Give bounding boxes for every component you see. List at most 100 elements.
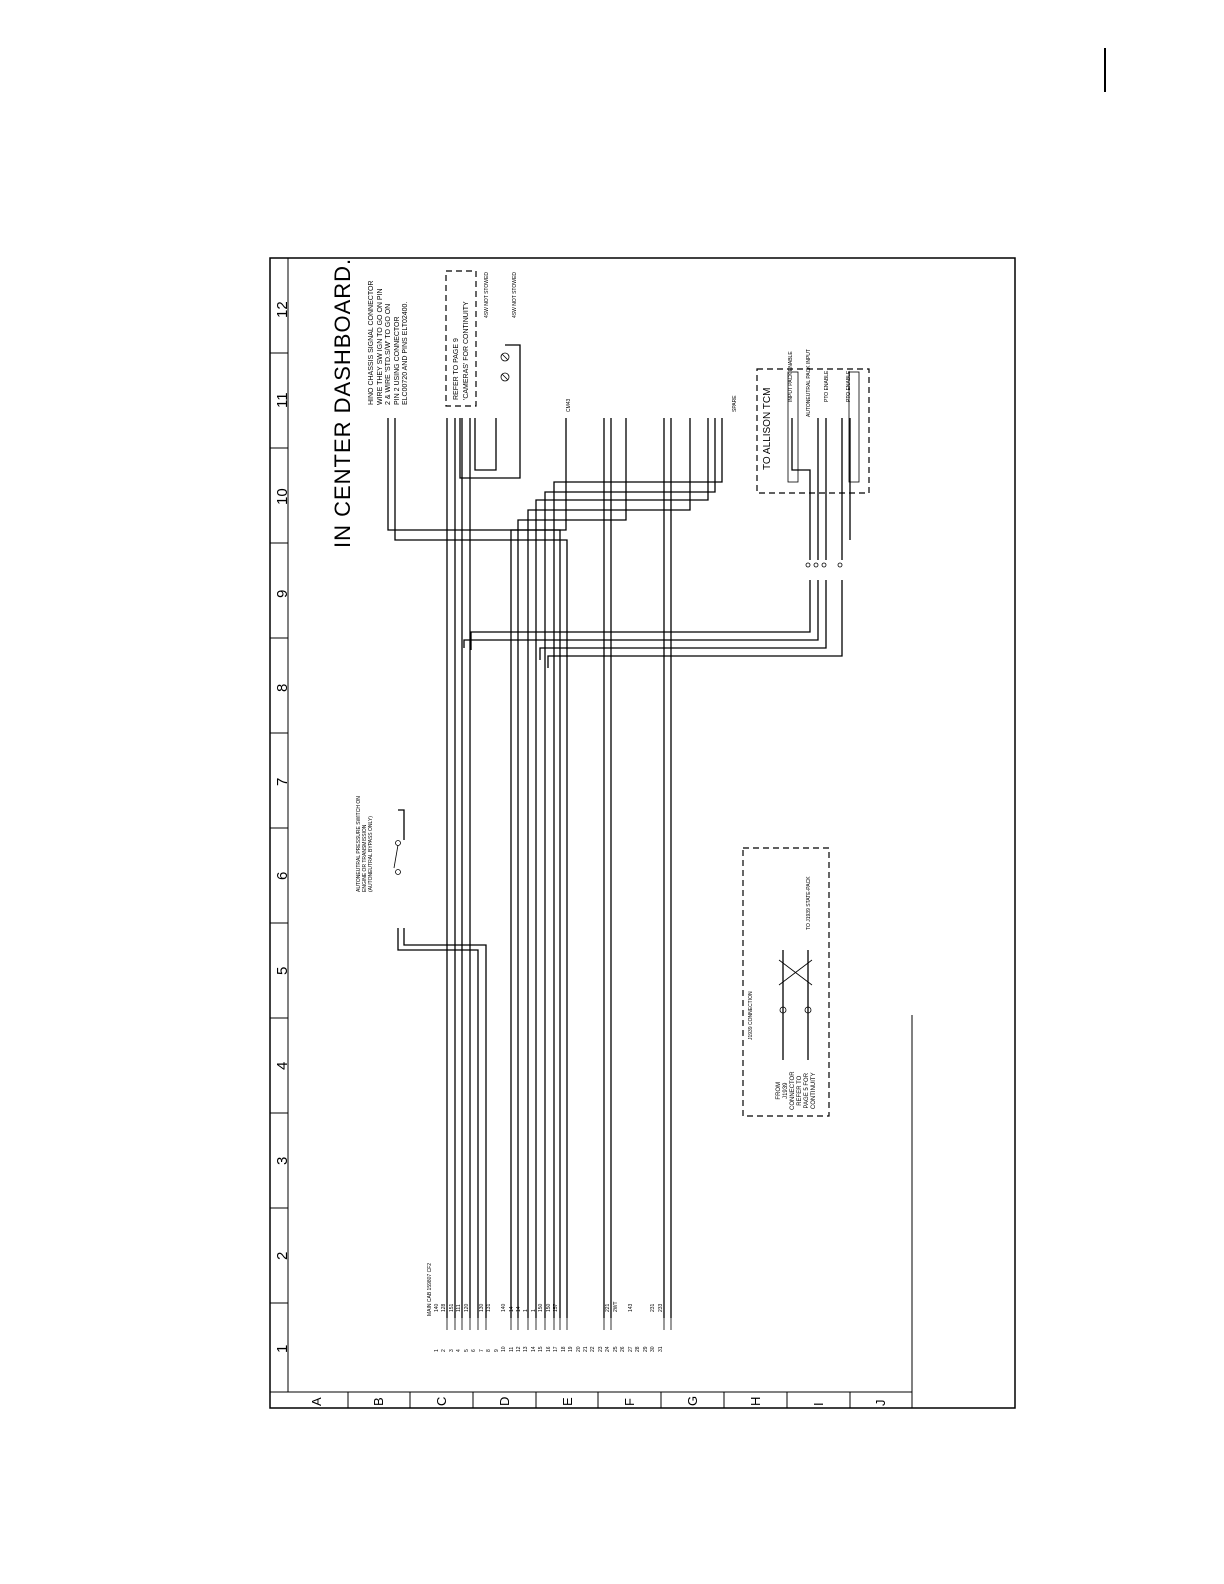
connector-pin-number: 21 <box>583 1346 589 1352</box>
connector-pin-number: 25 <box>612 1346 619 1352</box>
connector-pin-number: 27 <box>627 1346 634 1352</box>
row-letter-I: I <box>811 1402 826 1406</box>
j1939-to-label: TO J1939 STATE-PACK <box>806 876 812 930</box>
lamp-icon <box>500 352 510 362</box>
connector-pin-number: 28 <box>635 1346 642 1352</box>
wire-number: 14 <box>508 1306 515 1312</box>
connector-pin-number: 30 <box>650 1346 657 1352</box>
splice-icon <box>805 562 811 568</box>
allison-pin-label: INPUT PACK ENABLE <box>788 351 794 402</box>
column-number-12: 12 <box>274 301 291 318</box>
pressure-switch-icon <box>395 869 401 875</box>
wire-number: 120 <box>463 1303 470 1312</box>
wire-number: 231 <box>650 1303 657 1312</box>
column-number-6: 6 <box>274 871 291 880</box>
lamp-icon <box>500 372 510 382</box>
wire-number: 128 <box>441 1303 448 1312</box>
connector-pin-number: 13 <box>523 1346 530 1352</box>
connector-pin-number: 17 <box>553 1346 560 1352</box>
j1939-terminal-icon <box>779 1006 787 1014</box>
wire-number: 111 <box>456 1304 463 1312</box>
camera-label: 4SW NOT STOWED <box>512 272 518 318</box>
connector-id: CM43 <box>566 398 572 412</box>
column-number-8: 8 <box>274 683 291 692</box>
main-connector-label: MAIN CAB 159807 CF2 <box>427 1262 433 1316</box>
connector-pin-number: 9 <box>493 1349 500 1352</box>
wire-number: 221 <box>605 1303 612 1312</box>
connector-pin-number: 26 <box>620 1346 627 1352</box>
column-number-11: 11 <box>274 392 291 408</box>
connector-pin-number: 6 <box>471 1349 478 1352</box>
wire-number: 140 <box>434 1303 440 1312</box>
wire-number: 130 <box>478 1303 485 1312</box>
wire-number: 1 <box>523 1309 530 1312</box>
page-title: IN CENTER DASHBOARD. <box>330 257 355 548</box>
wire-number: 151 <box>448 1303 455 1312</box>
wire-number: 2WT <box>612 1301 619 1312</box>
wire-number: 233 <box>657 1303 664 1312</box>
harness-wires <box>387 344 851 1318</box>
connector-pin-number: 31 <box>657 1346 664 1352</box>
row-letter-J: J <box>873 1399 888 1407</box>
row-letter-H: H <box>748 1396 763 1406</box>
connector-pin-number: 14 <box>530 1346 537 1352</box>
wire-number: 143 <box>627 1303 634 1312</box>
wire-number: 150 <box>545 1303 552 1312</box>
row-letter-B: B <box>371 1397 386 1406</box>
allison-tcm-box <box>756 368 870 494</box>
connector-pin-ticks <box>446 1318 672 1330</box>
connector-pin-number: 16 <box>545 1346 552 1352</box>
connector-pin-number: 11 <box>508 1346 515 1352</box>
column-number-9: 9 <box>274 589 291 598</box>
connector-pin-number: 4 <box>456 1349 463 1352</box>
wire-number: 157 <box>553 1303 560 1312</box>
spare-label: SPARE <box>732 395 738 412</box>
column-number-10: 10 <box>274 488 291 505</box>
connector-pin-number: 12 <box>515 1346 522 1352</box>
component-symbols <box>393 352 860 1014</box>
refer-page9-note: REFER TO PAGE 9 'CAMERAS' FOR CONTINUITY <box>453 301 470 400</box>
column-number-4: 4 <box>274 1061 291 1070</box>
tcm-connector-icon <box>848 371 860 483</box>
camera-label: 4SW NOT STOWED <box>484 272 490 318</box>
row-letter-C: C <box>434 1396 449 1406</box>
row-letter-D: D <box>497 1396 512 1406</box>
column-number-2: 2 <box>274 1251 291 1260</box>
allison-pin-label: PTO ENABLE <box>824 370 830 402</box>
j1939-connection-box <box>742 847 830 1117</box>
connector-pin-number: 29 <box>642 1346 649 1352</box>
wire-number: 150 <box>538 1303 545 1312</box>
wire-number: 131 <box>486 1303 493 1312</box>
pressure-switch-note: AUTONEUTRAL PRESSURE SWITCH ON ENGINE OR… <box>356 796 374 892</box>
connector-pin-number: 19 <box>568 1346 575 1352</box>
column-number-1: 1 <box>274 1344 291 1353</box>
tcm-connector-icon <box>787 371 799 483</box>
connector-pin-number: 10 <box>501 1346 508 1352</box>
connector-pin-number: 3 <box>448 1349 455 1352</box>
drawing-frame <box>269 257 1016 1409</box>
connector-pin-number: 24 <box>605 1346 612 1352</box>
row-letter-E: E <box>560 1397 575 1406</box>
connector-pin-number: 8 <box>486 1349 493 1352</box>
connector-pin-number: 20 <box>575 1346 582 1352</box>
connector-pin-number: 22 <box>590 1346 597 1352</box>
connector-pin-number: 2 <box>441 1349 448 1352</box>
refer-page9-box <box>445 270 477 407</box>
wire-number: 14 <box>515 1306 522 1312</box>
connector-pin-number: 15 <box>538 1346 545 1352</box>
row-letter-A: A <box>309 1397 324 1406</box>
wire-number: 1 <box>530 1309 537 1312</box>
j1939-title: J1939 CONNECTION <box>748 991 754 1040</box>
allison-pin-label: AUTONEUTRAL PACK INPUT <box>806 349 812 417</box>
column-number-3: 3 <box>274 1156 291 1165</box>
pressure-switch-icon <box>395 840 401 846</box>
allison-tcm-title: TO ALLISON TCM <box>762 387 773 470</box>
wire-number: 140 <box>501 1303 508 1312</box>
hino-note: HINO CHASSIS SIGNAL CONNECTOR WIRE THEY … <box>368 280 409 405</box>
connector-pin-number: 23 <box>597 1346 604 1352</box>
column-number-5: 5 <box>274 966 291 975</box>
connector-pin-number: 7 <box>478 1349 485 1352</box>
connector-pin-number: 1 <box>434 1349 440 1352</box>
column-number-7: 7 <box>274 777 291 786</box>
